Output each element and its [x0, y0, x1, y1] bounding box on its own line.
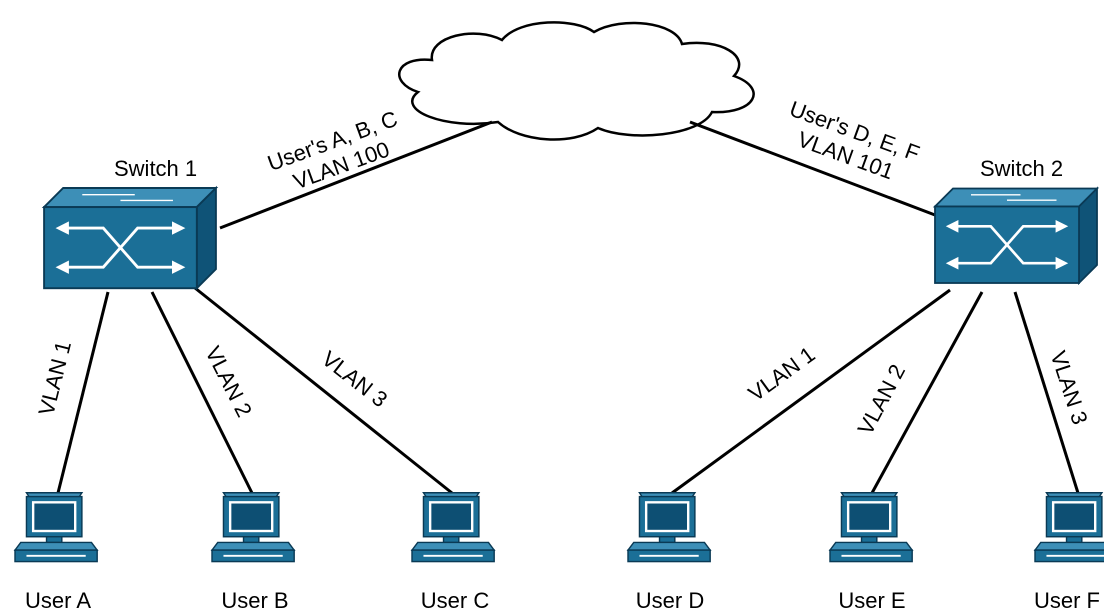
uplink-switch1 [219, 120, 493, 230]
user-b-label: User B [221, 588, 288, 613]
link-switch2-user-d [671, 288, 951, 495]
user-b-computer-icon [210, 491, 296, 563]
vlan-label-user-a: VLAN 1 [33, 338, 76, 418]
link-switch1-user-c [194, 286, 453, 495]
user-d-label: User D [636, 588, 704, 613]
switch-1-icon [42, 186, 218, 290]
cloud-icon [398, 21, 755, 141]
user-d-computer-icon [626, 491, 712, 563]
link-switch2-user-f [1013, 291, 1080, 494]
switch-2-label: Switch 2 [980, 156, 1063, 181]
user-a-computer-icon [13, 491, 99, 563]
user-e-label: User E [838, 588, 905, 613]
user-f-label: User F [1034, 588, 1100, 613]
user-f-computer-icon [1033, 491, 1104, 563]
user-a-label: User A [25, 588, 91, 613]
user-e-computer-icon [828, 491, 914, 563]
uplink-switch2 [689, 120, 936, 217]
link-switch1-user-a [56, 291, 110, 494]
link-switch1-user-b [150, 291, 254, 494]
link-switch2-user-e [870, 291, 984, 494]
vlan-label-user-c: VLAN 3 [317, 346, 392, 412]
switch-1-label: Switch 1 [114, 156, 197, 181]
user-c-label: User C [421, 588, 490, 613]
vlan-label-user-e: VLAN 2 [853, 360, 911, 439]
vlan-label-user-d: VLAN 1 [744, 342, 820, 407]
user-c-computer-icon [410, 491, 496, 563]
switch-2-icon [933, 187, 1099, 285]
